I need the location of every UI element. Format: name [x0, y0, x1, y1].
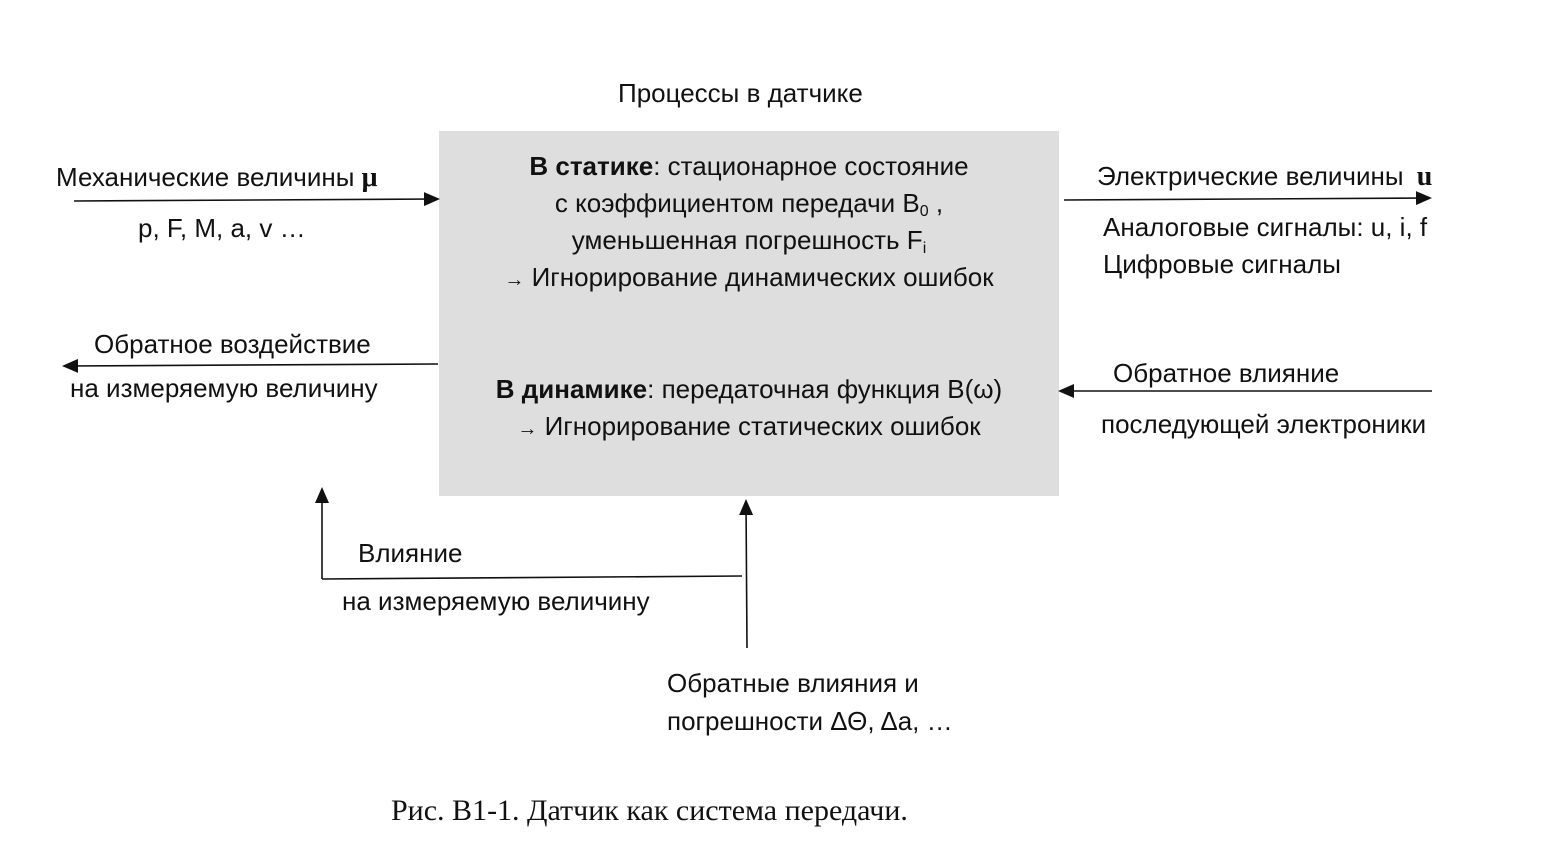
arrow-right-icon: → — [517, 418, 538, 440]
static-line2-tail: , — [928, 188, 944, 218]
output-digital: Цифровые сигналы — [1103, 249, 1341, 279]
feedback-right-line2: последующей электроники — [1101, 409, 1427, 439]
output-label: Электрические величины u — [1097, 161, 1432, 192]
input-symbol: μ — [361, 162, 378, 193]
input-label-text: Механические величины — [56, 162, 362, 192]
sensor-process-box — [439, 131, 1059, 496]
static-line2-text: с коэффициентом передачи B — [554, 188, 920, 218]
static-line3-text: уменьшенная погрешность F — [571, 225, 923, 255]
output-symbol: u — [1416, 161, 1433, 192]
disturbance-line1: Обратные влияния и — [667, 668, 919, 698]
output-analog: Аналоговые сигналы: u, i, f — [1103, 212, 1428, 242]
disturbance-line2: погрешности ΔΘ, Δa, … — [667, 706, 953, 736]
box-static-line3: уменьшенная погрешность Fi — [439, 225, 1059, 264]
influence-line — [321, 575, 743, 580]
input-label: Механические величины μ — [56, 162, 378, 193]
box-dynamic-line2: → Игнорирование статических ошибок — [439, 411, 1059, 444]
diagram-header: Процессы в датчике — [618, 78, 863, 108]
box-static-line4: → Игнорирование динамических ошибок — [439, 262, 1059, 295]
static-line4-text: Игнорирование динамических ошибок — [531, 262, 994, 292]
static-line1-rest: : стационарное состояние — [653, 151, 969, 181]
dynamic-line2-text: Игнорирование статических ошибок — [544, 411, 981, 441]
figure-caption: Рис. В1-1. Датчик как система передачи. — [391, 794, 908, 827]
output-arrow — [1063, 191, 1432, 206]
feedback-right-line1: Обратное влияние — [1113, 358, 1340, 388]
influence-line2: на измеряемую величину — [342, 586, 650, 616]
influence-line1: Влияние — [358, 538, 463, 568]
feedback-left-line2: на измеряемую величину — [70, 373, 378, 403]
input-examples: p, F, M, a, v … — [138, 213, 306, 243]
input-arrow — [73, 192, 440, 207]
static-bold-label: В статике — [529, 151, 654, 181]
disturbance-arrow — [739, 499, 754, 649]
box-dynamic-line1: В динамике: передаточная функция B(ω) — [439, 374, 1059, 404]
arrow-right-icon: → — [504, 269, 525, 291]
dynamic-line1-rest: : передаточная функция B(ω) — [647, 374, 1003, 404]
box-static-line2: с коэффициентом передачи B0 , — [439, 188, 1059, 227]
static-line3-sub: i — [922, 240, 927, 257]
output-label-text: Электрические величины — [1097, 161, 1411, 191]
feedback-left-line1: Обратное воздействие — [94, 329, 371, 359]
feedback-left-arrow — [62, 358, 439, 373]
dynamic-bold-label: В динамике — [495, 374, 648, 404]
static-line2-sub: 0 — [919, 203, 929, 220]
box-static-line1: В статике: стационарное состояние — [439, 151, 1059, 181]
